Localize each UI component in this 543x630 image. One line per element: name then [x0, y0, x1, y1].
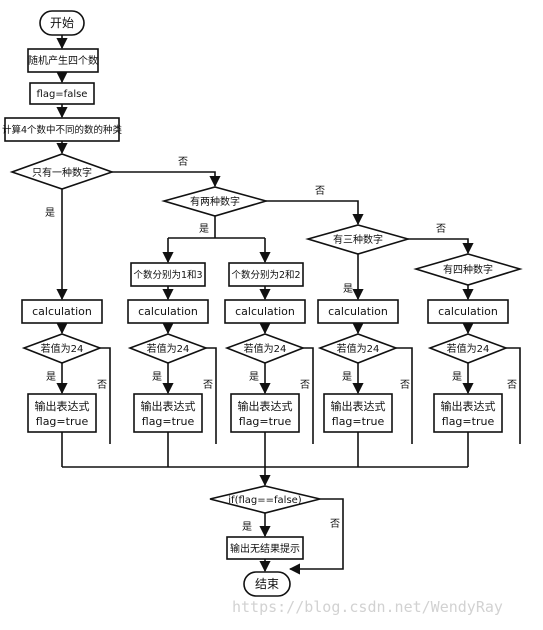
edge-q1-no	[112, 171, 221, 188]
count-box: 计算4个数中不同的数的种类	[2, 117, 123, 142]
output-box-4: 输出表达式 flag=true	[323, 393, 393, 433]
yes-label: 是	[452, 371, 462, 383]
yes-label: 是	[343, 283, 353, 295]
decision-flag-false: if(flag==false)	[209, 485, 321, 514]
yes-label: 是	[46, 371, 56, 383]
no-label: 否	[97, 379, 107, 391]
decision-three-kinds-label: 有三种数字	[333, 233, 383, 246]
output-line2: flag=true	[142, 415, 195, 428]
output-line2: flag=true	[332, 415, 385, 428]
output-line1: 输出表达式	[35, 399, 90, 413]
no-label: 否	[203, 379, 213, 391]
calculation-box-3: calculation	[224, 299, 306, 324]
end-node: 结束	[243, 571, 291, 597]
calculation-box-5: calculation	[427, 299, 509, 324]
generate-box: 随机产生四个数	[27, 48, 99, 73]
decision-is-24-label: 若值为24	[447, 342, 490, 355]
decision-two-kinds: 有两种数字	[161, 186, 269, 217]
no-label: 否	[330, 518, 340, 530]
edge-q24-2-no	[206, 347, 217, 444]
calculation-box-2: calculation	[127, 299, 209, 324]
calculation-label: calculation	[438, 305, 498, 318]
yes-label: 是	[152, 371, 162, 383]
edge-q24-4-no	[396, 347, 413, 444]
output-line2: flag=true	[239, 415, 292, 428]
case-2-and-2-label: 个数分别为2和2	[231, 269, 300, 281]
yes-label: 是	[199, 223, 209, 235]
no-label: 否	[315, 185, 325, 197]
decision-is-24-label: 若值为24	[41, 342, 84, 355]
yes-label: 是	[342, 371, 352, 383]
watermark: https://blog.csdn.net/WendyRay	[232, 598, 503, 616]
case-2-and-2-box: 个数分别为2和2	[228, 262, 304, 287]
start-node: 开始	[39, 10, 85, 36]
connectors	[56, 35, 521, 575]
decision-is-24-3: 若值为24	[224, 333, 306, 364]
no-label: 否	[178, 156, 188, 168]
yes-label: 是	[242, 521, 252, 533]
output-box-1: 输出表达式 flag=true	[27, 393, 97, 433]
calculation-box-1: calculation	[21, 299, 103, 324]
decision-is-24-label: 若值为24	[337, 342, 380, 355]
calculation-label: calculation	[328, 305, 388, 318]
output-line1: 输出表达式	[331, 399, 386, 413]
case-1-and-3-label: 个数分别为1和3	[133, 269, 202, 281]
decision-is-24-4: 若值为24	[317, 333, 399, 364]
no-label: 否	[300, 379, 310, 391]
decision-flag-false-label: if(flag==false)	[228, 495, 302, 506]
output-box-3: 输出表达式 flag=true	[230, 393, 300, 433]
decision-one-kind: 只有一种数字	[9, 153, 115, 190]
edge-q3-no	[408, 238, 474, 255]
edge-final-no	[288, 498, 344, 575]
output-line2: flag=true	[36, 415, 89, 428]
calculation-label: calculation	[32, 305, 92, 318]
no-result-box: 输出无结果提示	[226, 536, 304, 560]
output-line1: 输出表达式	[141, 399, 196, 413]
decision-is-24-5: 若值为24	[427, 333, 509, 364]
decision-is-24-label: 若值为24	[244, 342, 287, 355]
case-1-and-3-box: 个数分别为1和3	[130, 262, 206, 287]
yes-label: 是	[249, 371, 259, 383]
edge-q2-no	[266, 200, 364, 226]
calculation-box-4: calculation	[317, 299, 399, 324]
output-line1: 输出表达式	[238, 399, 293, 413]
end-label: 结束	[255, 577, 279, 591]
no-label: 否	[400, 379, 410, 391]
decision-is-24-label: 若值为24	[147, 342, 190, 355]
generate-label: 随机产生四个数	[28, 54, 98, 67]
yes-label: 是	[45, 207, 55, 219]
flag-init-box: flag=false	[29, 82, 95, 105]
decision-three-kinds: 有三种数字	[305, 224, 411, 255]
output-box-2: 输出表达式 flag=true	[133, 393, 203, 433]
flag-init-label: flag=false	[37, 89, 88, 100]
decision-one-kind-label: 只有一种数字	[32, 166, 92, 179]
no-label: 否	[507, 379, 517, 391]
count-label: 计算4个数中不同的数的种类	[2, 124, 123, 136]
start-label: 开始	[50, 16, 74, 30]
output-line1: 输出表达式	[441, 399, 496, 413]
no-result-label: 输出无结果提示	[230, 542, 300, 555]
branch-labels: 是 否 是 否 是 否 是 是 是 是 是 否 否 否 否 否 是 否	[45, 156, 517, 533]
calculation-label: calculation	[138, 305, 198, 318]
calculation-label: calculation	[235, 305, 295, 318]
decision-is-24-1: 若值为24	[21, 333, 103, 364]
decision-two-kinds-label: 有两种数字	[190, 195, 240, 208]
decision-four-kinds: 有四种数字	[413, 253, 523, 286]
decision-is-24-2: 若值为24	[127, 333, 209, 364]
edge-q24-5-no	[506, 347, 521, 444]
edge-q24-3-no	[303, 347, 314, 444]
no-label: 否	[436, 223, 446, 235]
output-line2: flag=true	[442, 415, 495, 428]
output-box-5: 输出表达式 flag=true	[433, 393, 503, 433]
decision-four-kinds-label: 有四种数字	[443, 263, 493, 276]
edge-q24-1-no	[100, 347, 111, 444]
